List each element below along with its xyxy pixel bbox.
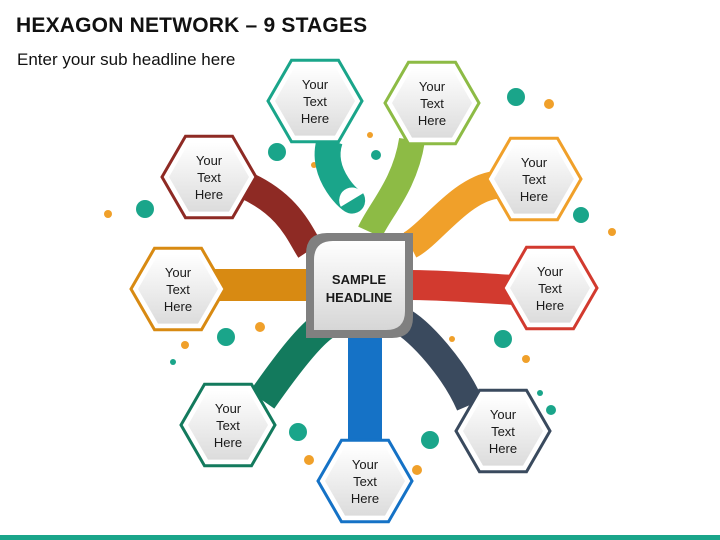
stage-text-line: Your bbox=[490, 407, 517, 422]
center-headline-line1: SAMPLE bbox=[332, 272, 387, 287]
decorative-dot bbox=[494, 330, 512, 348]
hexagon-inner bbox=[169, 142, 249, 212]
connector-arm-2 bbox=[358, 137, 425, 238]
decorative-dot bbox=[255, 322, 265, 332]
stage-text-line: Text bbox=[353, 474, 377, 489]
stage-text-line: Your bbox=[352, 457, 379, 472]
decorative-dot bbox=[181, 341, 189, 349]
center-box-inner bbox=[314, 241, 405, 330]
stage-text-line: Text bbox=[420, 96, 444, 111]
footer-accent-bar bbox=[0, 535, 720, 540]
stage-text-line: Here bbox=[301, 111, 329, 126]
decorative-dot bbox=[217, 328, 235, 346]
decorative-dot bbox=[608, 228, 616, 236]
hexagon-inner bbox=[494, 144, 574, 214]
stage-text-line: Your bbox=[196, 153, 223, 168]
decorative-dot bbox=[546, 405, 556, 415]
connector-arm-9 bbox=[238, 172, 322, 258]
stage-text-line: Text bbox=[491, 424, 515, 439]
stage-text-line: Here bbox=[536, 298, 564, 313]
decorative-dot bbox=[371, 150, 381, 160]
hexagon-inner bbox=[325, 446, 405, 516]
connector-arm-4 bbox=[409, 270, 516, 305]
decorative-dot bbox=[421, 431, 439, 449]
stage-text-line: Text bbox=[522, 172, 546, 187]
stage-text-line: Your bbox=[302, 77, 329, 92]
stage-text-line: Your bbox=[419, 79, 446, 94]
decorative-dot bbox=[170, 359, 176, 365]
decorative-dot bbox=[289, 423, 307, 441]
stage-text-line: Here bbox=[489, 441, 517, 456]
hexagon-inner bbox=[188, 390, 268, 460]
decorative-dot bbox=[522, 355, 530, 363]
stage-text-line: Text bbox=[216, 418, 240, 433]
stage-text-line: Your bbox=[537, 264, 564, 279]
connector-arm-1 bbox=[314, 135, 366, 214]
stage-text-line: Text bbox=[197, 170, 221, 185]
stage-text-line: Here bbox=[214, 435, 242, 450]
stage-text-line: Your bbox=[215, 401, 242, 416]
page-subtitle: Enter your sub headline here bbox=[17, 50, 236, 69]
decorative-dot bbox=[573, 207, 589, 223]
stage-text-line: Here bbox=[351, 491, 379, 506]
decorative-dot bbox=[268, 143, 286, 161]
decorative-dot bbox=[104, 210, 112, 218]
stage-text-line: Text bbox=[538, 281, 562, 296]
center-headline-line2: HEADLINE bbox=[326, 290, 393, 305]
hexagon-inner bbox=[463, 396, 543, 466]
stage-text-line: Here bbox=[195, 187, 223, 202]
hexagon-inner bbox=[275, 66, 355, 136]
hexagon-inner bbox=[392, 68, 472, 138]
stage-text-line: Here bbox=[164, 299, 192, 314]
decorative-dot bbox=[304, 455, 314, 465]
stage-text-line: Your bbox=[521, 155, 548, 170]
decorative-dot bbox=[367, 132, 373, 138]
connector-arm-3 bbox=[402, 171, 499, 258]
decorative-dot bbox=[412, 465, 422, 475]
stage-text-line: Here bbox=[418, 113, 446, 128]
decorative-dot bbox=[136, 200, 154, 218]
stage-text-line: Text bbox=[166, 282, 190, 297]
hexagon-inner bbox=[138, 254, 218, 324]
decorative-dot bbox=[507, 88, 525, 106]
page-title: HEXAGON NETWORK – 9 STAGES bbox=[16, 14, 368, 37]
hexagon-inner bbox=[510, 253, 590, 323]
center-headline-box: SAMPLE HEADLINE bbox=[306, 233, 413, 338]
stage-text-line: Your bbox=[165, 265, 192, 280]
stage-text-line: Here bbox=[520, 189, 548, 204]
connector-arm-5 bbox=[392, 307, 483, 411]
decorative-dot bbox=[537, 390, 543, 396]
stage-text-line: Text bbox=[303, 94, 327, 109]
decorative-dot bbox=[544, 99, 554, 109]
decorative-dot bbox=[449, 336, 455, 342]
